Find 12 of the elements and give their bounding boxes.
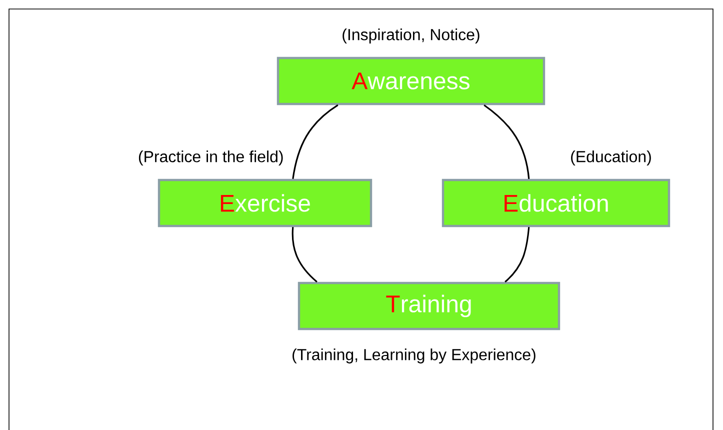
process-box: Exercise bbox=[158, 178, 372, 228]
caption-text: (Inspiration, Notice) bbox=[342, 28, 480, 44]
connector-arc bbox=[484, 104, 530, 179]
connector-arc bbox=[292, 227, 318, 282]
caption-text: (Training, Learning by Experience) bbox=[292, 348, 536, 364]
process-box: Education bbox=[442, 178, 670, 228]
process-box: Awareness bbox=[276, 56, 546, 106]
connector-arc bbox=[504, 227, 530, 282]
connector-arc bbox=[292, 104, 338, 180]
caption-text: (Education) bbox=[571, 150, 651, 166]
process-box: Training bbox=[298, 282, 560, 330]
caption-text: (Practice in the field) bbox=[138, 150, 283, 166]
